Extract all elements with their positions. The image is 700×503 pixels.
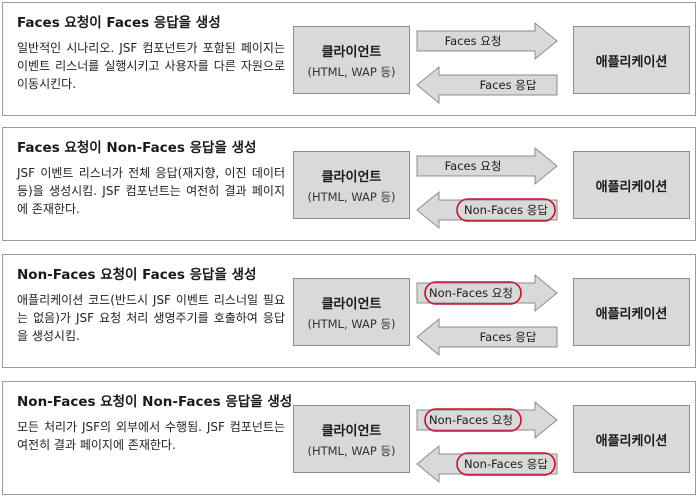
response-arrow	[416, 317, 558, 357]
request-highlight-oval	[424, 408, 522, 432]
client-box-title: 클라이언트	[321, 296, 382, 312]
response-arrow	[416, 65, 558, 105]
request-label: Faces 요청	[445, 34, 502, 48]
application-box-title: 애플리케이션	[595, 54, 668, 70]
client-box-title: 클라이언트	[321, 423, 382, 439]
response-label: Non-Faces 응답	[464, 203, 548, 217]
response-label: Faces 응답	[480, 78, 537, 92]
client-box: 클라이언트 (HTML, WAP 등)	[293, 278, 410, 346]
response-label: Non-Faces 응답	[464, 457, 548, 471]
panel-title: Non-Faces 요청이 Non-Faces 응답을 생성	[17, 394, 293, 410]
panel-description: 애플리케이션 코드(반드시 JSF 이벤트 리스너일 필요는 없음)가 JSF …	[17, 293, 285, 343]
application-box-title: 애플리케이션	[595, 306, 668, 322]
request-label: Non-Faces 요청	[429, 413, 513, 427]
scenario-panel: Faces 요청이 Non-Faces 응답을 생성 JSF 이벤트 리스너가 전…	[2, 127, 696, 241]
application-box: 애플리케이션	[573, 151, 690, 219]
panel-description: 모든 처리가 JSF의 외부에서 수행됨. JSF 컴포넌트는 여전히 결과 페…	[17, 420, 285, 452]
request-arrow	[416, 21, 558, 61]
client-box: 클라이언트 (HTML, WAP 등)	[293, 151, 410, 219]
panel-title: Faces 요청이 Non-Faces 응답을 생성	[17, 140, 257, 156]
client-box-subtitle: (HTML, WAP 등)	[307, 443, 396, 458]
response-highlight-oval	[456, 198, 556, 222]
request-arrow	[416, 400, 558, 440]
request-response-arrows: Faces 요청 Faces 응답	[416, 21, 558, 105]
panel-description: 일반적인 시나리오. JSF 컴포넌트가 포함된 페이지는 이벤트 리스너를 실…	[17, 41, 285, 91]
application-box: 애플리케이션	[573, 405, 690, 473]
panel-title: Non-Faces 요청이 Faces 응답을 생성	[17, 267, 257, 283]
request-response-arrows: Faces 요청 Non-Faces 응답	[416, 146, 558, 230]
request-response-arrows: Non-Faces 요청 Faces 응답	[416, 273, 558, 357]
request-arrow	[416, 146, 558, 186]
application-box-title: 애플리케이션	[595, 433, 668, 449]
application-box-title: 애플리케이션	[595, 179, 668, 195]
client-box-title: 클라이언트	[321, 169, 382, 185]
response-label: Faces 응답	[480, 330, 537, 344]
response-highlight-oval	[456, 452, 556, 476]
request-label: Faces 요청	[445, 159, 502, 173]
client-box-subtitle: (HTML, WAP 등)	[307, 316, 396, 331]
request-response-arrows: Non-Faces 요청 Non-Faces 응답	[416, 400, 558, 484]
client-box: 클라이언트 (HTML, WAP 등)	[293, 26, 410, 94]
request-label: Non-Faces 요청	[429, 286, 513, 300]
request-arrow	[416, 273, 558, 313]
client-box-title: 클라이언트	[321, 44, 382, 60]
application-box: 애플리케이션	[573, 26, 690, 94]
client-box-subtitle: (HTML, WAP 등)	[307, 189, 396, 204]
client-box: 클라이언트 (HTML, WAP 등)	[293, 405, 410, 473]
panel-description: JSF 이벤트 리스너가 전체 응답(재지향, 이진 데이터 등)을 생성시킴.…	[17, 166, 285, 216]
client-box-subtitle: (HTML, WAP 등)	[307, 64, 396, 79]
panel-title: Faces 요청이 Faces 응답을 생성	[17, 15, 221, 31]
response-arrow	[416, 444, 558, 484]
application-box: 애플리케이션	[573, 278, 690, 346]
response-arrow	[416, 190, 558, 230]
request-highlight-oval	[424, 281, 522, 305]
